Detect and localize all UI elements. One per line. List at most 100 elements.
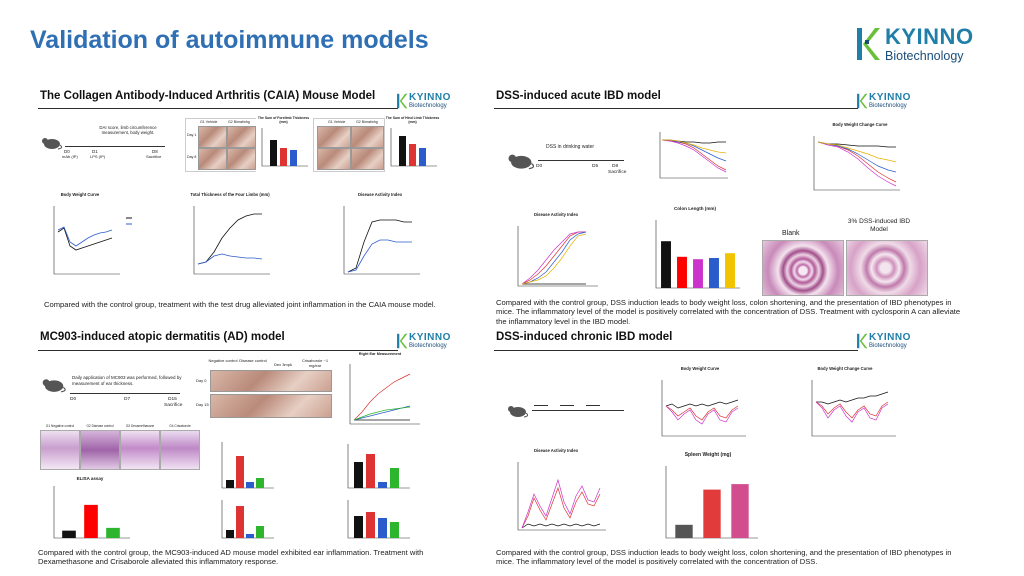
histo-label: G3 Dexamethasone: [125, 424, 155, 428]
ad-elisa-title: ELISA assay: [76, 476, 104, 481]
dss-acute-bw-plot: [659, 132, 728, 179]
dss-acute-bar: [538, 160, 624, 161]
brand-name-small: KYINNO: [869, 332, 911, 343]
series-line: [521, 231, 587, 285]
series-line: [347, 219, 412, 273]
ad-ear-title: Right Ear Measurement: [358, 352, 402, 356]
histo-image: [846, 240, 928, 296]
photo: [198, 148, 227, 170]
series-line: [665, 399, 739, 409]
kyinno-logo-icon: [857, 28, 880, 60]
brand-sub-small: Biotechnology: [869, 343, 907, 349]
dss-acute-colon-title: Colon Length (mm): [673, 206, 717, 211]
dss-chronic-bw-chart: Body Weight Curve: [650, 366, 790, 446]
bar-g2: [677, 256, 687, 288]
histo-label: G2 Disease control: [86, 424, 114, 428]
dss-chronic-logo: KYINNO Biotechnology: [856, 332, 926, 352]
ad-photo-row1: Day 0: [196, 378, 207, 383]
ad-t-d0: D0: [70, 397, 77, 402]
caia-t-d8-sub: Sacrifice: [146, 154, 162, 159]
histo-image: [120, 430, 160, 470]
dss-acute-bwc-plot: [813, 136, 900, 191]
colon-plot: [655, 220, 740, 289]
caia-photo-col3: G1 Vehicle: [328, 120, 346, 124]
series-line: [665, 405, 739, 425]
bar: [280, 148, 287, 166]
brand-name-small: KYINNO: [409, 332, 451, 343]
series-line: [521, 231, 586, 285]
dss-chronic-bw-plot: [661, 380, 746, 437]
bar-g1: [62, 530, 76, 538]
series-line: [353, 406, 411, 421]
caia-thickness-chart: Total Thickness of the Four Limbs (mm): [180, 192, 320, 284]
ad-bar-plot-2: [347, 444, 410, 489]
bar: [366, 512, 375, 538]
mouse-icon: [508, 406, 528, 418]
caia-sum-chart-1: The Sum of Forelimb Thickness (mm): [256, 116, 311, 172]
bar-g2: [84, 504, 98, 538]
ad-small-bar-3: [214, 496, 329, 542]
caia-photo-col4: G2 Bimatinhg: [356, 120, 378, 124]
dss-chronic-title: DSS-induced chronic IBD model: [496, 331, 673, 343]
bar: [236, 456, 244, 488]
series-line: [57, 227, 113, 251]
photo: [198, 126, 227, 148]
brand-name-small: KYINNO: [409, 92, 451, 103]
photo: [317, 148, 351, 170]
photo: [227, 148, 256, 170]
ad-photo-col1: Negative control: [208, 358, 238, 363]
dss-chronic-dai-plot: [517, 462, 606, 531]
caia-t-d0-sub: mAb (IP): [62, 154, 78, 159]
bar: [378, 482, 387, 488]
dss-chronic-bwc-title: Body Weight Change Curve: [817, 366, 873, 371]
dss-acute-colon-chart: Colon Length (mm): [640, 206, 750, 296]
caia-title: The Collagen Antibody-Induced Arthritis …: [40, 90, 376, 102]
caia-bw-chart: Body Weight Curve: [40, 192, 170, 284]
series-line: [816, 391, 889, 405]
mouse-icon: [42, 379, 66, 393]
dss-acute-bw-chart: [648, 128, 768, 188]
photo: [227, 126, 256, 148]
dss-chronic-bwc-plot: [811, 380, 896, 437]
dss-chronic-spleen-title: Spleen Weight (mg): [684, 452, 732, 458]
dss-acute-note: DSS in drinking water: [546, 144, 595, 150]
brand-name: KYINNO: [885, 24, 974, 49]
dss-acute-dai-chart: Disease Activity Index: [506, 212, 606, 296]
series-line: [661, 139, 727, 171]
series-line: [521, 486, 601, 529]
series-line: [521, 233, 587, 285]
caia-dai-title: Disease Activity Index: [357, 192, 403, 197]
dss-chronic-timeline-bar: [532, 410, 624, 411]
caia-dai-chart: Disease Activity Index: [330, 192, 470, 284]
ad-ear-plot: [349, 364, 420, 425]
dss-acute-d0: D0: [536, 164, 543, 169]
dss-chronic-timeline: [506, 392, 626, 426]
ad-elisa-chart: ELISA assay: [40, 476, 190, 542]
caia-rule: [38, 108, 398, 109]
caia-t-d0: D0: [64, 149, 70, 154]
series-line: [521, 523, 601, 529]
bar-g4: [709, 258, 719, 288]
caia-sum2-plot: [390, 128, 437, 167]
ad-t-d15: D15: [168, 397, 177, 402]
bar: [236, 506, 244, 538]
bar: [409, 144, 416, 166]
photo: [210, 394, 332, 418]
caia-bw-plot: [53, 206, 132, 275]
bar: [354, 516, 363, 538]
series-line: [662, 139, 727, 154]
caia-photo-grid-2: G1 Vehicle G2 Bimatinhg: [313, 118, 385, 172]
bar: [366, 454, 375, 488]
mouse-icon: [508, 154, 534, 170]
dss-chronic-rule: [494, 350, 858, 351]
caia-dai-plot: [343, 206, 420, 275]
ad-caption: Compared with the control group, the MC9…: [38, 548, 424, 567]
ad-small-bar-1: [214, 438, 329, 494]
brand-sub-small: Biotechnology: [409, 103, 447, 109]
ad-photo-col3: Dex 3mpk: [273, 362, 292, 367]
ad-rule: [38, 350, 398, 351]
dss-chronic-dai-title: Disease Activity Index: [533, 448, 579, 453]
series-line: [815, 401, 889, 423]
dss-acute-d5: D5: [592, 164, 599, 169]
brand-sub-small: Biotechnology: [869, 103, 907, 109]
